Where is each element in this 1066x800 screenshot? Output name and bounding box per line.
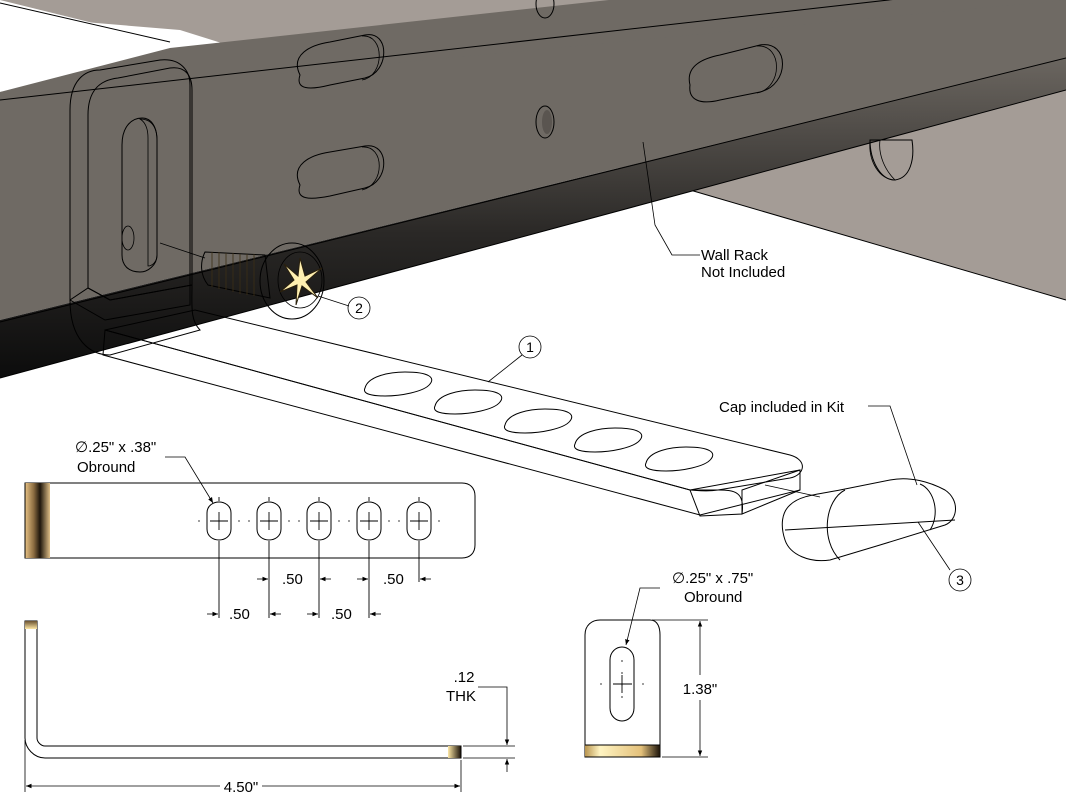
bracket-3d: 1 (69, 59, 803, 517)
rack-slot (688, 44, 783, 103)
side-view: 4.50" .12 THK (24, 620, 515, 796)
bracket-bar-hole (644, 446, 714, 472)
end-hole-callout-size: ∅.25" x .75" (672, 570, 753, 587)
end-profile (584, 619, 661, 758)
flat-spacing-dim: .50 (282, 571, 303, 588)
side-length-dim: 4.50" (224, 779, 259, 796)
cap-body (781, 478, 956, 562)
end-hole-callout-type: Obround (684, 589, 742, 606)
bracket-bar-hole (503, 408, 573, 434)
phillips-drive-icon (279, 257, 323, 306)
bracket-bar-top (104, 309, 803, 492)
rack-threaded-hole (535, 0, 555, 19)
end-obround-slot (609, 646, 635, 722)
wall-rack-label: Wall Rack (701, 247, 768, 264)
side-thickness-value: .12 (454, 669, 475, 686)
rack-slot (296, 34, 385, 89)
rack-bottom-panel (690, 110, 1066, 300)
end-view: ∅.25" x .75" Obround 1.38" (584, 570, 753, 758)
screw-head (259, 242, 325, 320)
bracket-bar-hole (363, 371, 433, 397)
balloon-1 (518, 335, 542, 359)
flat-obround-hole (406, 497, 432, 541)
flat-spacing-dim: .50 (331, 606, 352, 623)
balloon-2-number: 2 (355, 300, 363, 316)
balloon-3-number: 3 (956, 572, 964, 588)
end-height-dim: 1.38" (683, 681, 718, 698)
wall-rack: Wall Rack Not Included (0, 0, 1066, 379)
bracket-bar-hole (573, 427, 643, 453)
flat-hole-callout-size: ∅.25" x .38" (75, 439, 156, 456)
wall-rack-note: Not Included (701, 264, 785, 281)
flat-obround-hole (256, 497, 282, 541)
flat-obround-hole (356, 497, 382, 541)
flat-hole-callout-type: Obround (77, 459, 135, 476)
flat-bar (24, 482, 476, 559)
screw: 2 (159, 242, 371, 320)
rack-slot (296, 145, 385, 199)
rack-threaded-hole (535, 105, 555, 139)
balloon-2 (347, 296, 371, 320)
flat-obround-hole (306, 497, 332, 541)
flat-spacing-dim: .50 (229, 606, 250, 623)
balloon-1-number: 1 (526, 339, 534, 355)
bracket-upright-face (87, 67, 193, 301)
cap-label: Cap included in Kit (719, 399, 845, 416)
balloon-3 (948, 568, 972, 592)
rack-lip (0, 58, 1066, 378)
side-thickness-label: THK (446, 688, 476, 705)
flat-obround-hole (206, 497, 232, 541)
end-cap: Cap included in Kit 3 (719, 399, 972, 592)
bracket-bar-hole (433, 389, 503, 415)
rack-front-face (0, 0, 1066, 320)
screw-threads (201, 251, 271, 299)
flat-spacing-dim: .50 (383, 571, 404, 588)
flat-view: ∅.25" x .38" Obround .50 .50 .50 .50 (24, 439, 476, 623)
side-profile (24, 620, 462, 759)
